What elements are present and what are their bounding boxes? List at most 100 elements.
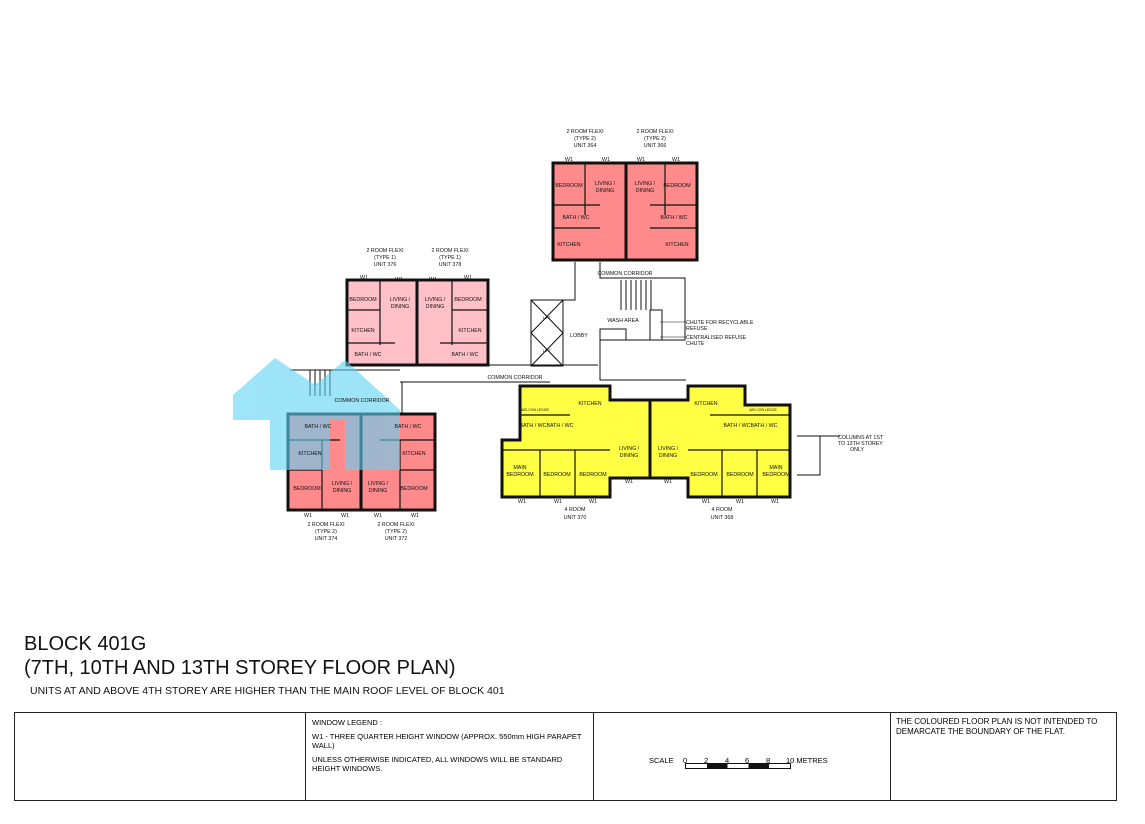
window-label: W1 bbox=[664, 479, 672, 485]
room-label: BATH / WC bbox=[452, 352, 479, 358]
window-legend-note: UNLESS OTHERWISE INDICATED, ALL WINDOWS … bbox=[312, 755, 563, 773]
common-corridor-label: COMMON CORRIDOR bbox=[597, 271, 652, 277]
common-corridor-label: COMMON CORRIDOR bbox=[487, 375, 542, 381]
window-label: W1 bbox=[672, 157, 680, 163]
unit-376-type: 2 ROOM FLEXI bbox=[366, 248, 403, 254]
room-label: KITCHEN bbox=[402, 451, 425, 457]
window-label: W1 bbox=[702, 499, 710, 505]
chute-recyclable-label: REFUSE bbox=[686, 326, 708, 332]
unit-374-label: UNIT 374 bbox=[315, 536, 338, 542]
unit-376-label: UNIT 376 bbox=[374, 262, 397, 268]
window-label: W1 bbox=[374, 513, 382, 519]
scale-label: SCALE bbox=[649, 756, 674, 765]
unit-366[interactable] bbox=[624, 161, 699, 262]
scale-tick: 10 METRES bbox=[786, 756, 828, 765]
unit-376-sub: (TYPE 1) bbox=[374, 255, 396, 261]
window-label: W1 bbox=[602, 157, 610, 163]
room-label: DINING bbox=[426, 304, 445, 310]
unit-370-type: 4 ROOM bbox=[565, 507, 586, 513]
refuse-chute-label: CHUTE bbox=[686, 341, 705, 347]
lift-label: LIFT bbox=[543, 315, 552, 320]
chute-recyclable-label: CHUTE FOR RECYCLABLE bbox=[686, 320, 754, 326]
unit-378-sub: (TYPE 1) bbox=[439, 255, 461, 261]
scale-tick: 6 bbox=[745, 756, 750, 765]
columns-note: COLUMNS AT 1ST bbox=[838, 435, 884, 441]
room-label: LIVING / bbox=[658, 446, 679, 452]
room-label: DINING bbox=[620, 453, 639, 459]
unit-368-label: UNIT 368 bbox=[711, 515, 734, 521]
room-label: AIR-CON LEDGE bbox=[749, 408, 777, 412]
room-label: DINING bbox=[333, 488, 352, 494]
unit-368-type: 4 ROOM bbox=[712, 507, 733, 513]
room-label: LIVING / bbox=[390, 297, 411, 303]
lift-label: LIFT bbox=[543, 348, 552, 353]
room-label: BATH / WC bbox=[724, 423, 751, 429]
room-label: LIVING / bbox=[368, 481, 389, 487]
unit-366-type: 2 ROOM FLEXI bbox=[636, 129, 673, 135]
room-label: BEDROOM bbox=[293, 486, 320, 492]
unit-364-type: 2 ROOM FLEXI bbox=[566, 129, 603, 135]
window-label: W1 bbox=[341, 513, 349, 519]
window-label: W1 bbox=[518, 499, 526, 505]
unit-370[interactable] bbox=[500, 384, 652, 499]
lobby-label: LOBBY bbox=[570, 333, 588, 339]
unit-370-label: UNIT 370 bbox=[564, 515, 587, 521]
room-label: LIVING / bbox=[635, 181, 656, 187]
window-label: W1 bbox=[589, 499, 597, 505]
room-label: BATH / WC bbox=[520, 423, 547, 429]
room-label: BATH / WC bbox=[547, 423, 574, 429]
floor-plan-subtitle: (7TH, 10TH AND 13TH STOREY FLOOR PLAN) bbox=[24, 657, 456, 679]
room-label: DINING bbox=[391, 304, 410, 310]
room-label: AIR-CON LEDGE bbox=[521, 408, 549, 412]
room-label: DINING bbox=[369, 488, 388, 494]
room-label: BATH / WC bbox=[355, 352, 382, 358]
unit-366-label: UNIT 366 bbox=[644, 143, 667, 149]
window-label: W1 bbox=[395, 277, 403, 283]
scale-tick: 0 bbox=[683, 756, 688, 765]
scale-tick: 2 bbox=[704, 756, 709, 765]
room-label: BATH / WC bbox=[395, 424, 422, 430]
watermark-house-logo bbox=[233, 358, 400, 470]
room-label: DINING bbox=[636, 188, 655, 194]
room-label: BEDROOM bbox=[555, 183, 582, 189]
columns-note: TO 13TH STOREY bbox=[838, 441, 883, 447]
window-legend-w1: W1 - THREE QUARTER HEIGHT WINDOW (APPROX… bbox=[312, 732, 582, 750]
window-label: W1 bbox=[625, 479, 633, 485]
wash-area-label: WASH AREA bbox=[607, 318, 639, 324]
room-label: DINING bbox=[596, 188, 615, 194]
unit-378-label: UNIT 378 bbox=[439, 262, 462, 268]
disclaimer: THE COLOURED FLOOR PLAN IS NOT INTENDED … bbox=[896, 717, 1098, 736]
room-label: BATH / WC bbox=[305, 424, 332, 430]
room-label: BATH / WC bbox=[563, 215, 590, 221]
room-label: BEDROOM bbox=[726, 472, 753, 478]
room-label: BATH / WC bbox=[661, 215, 688, 221]
window-label: W1 bbox=[429, 277, 437, 283]
scale-bar: SCALE 0 2 4 6 8 10 METRES bbox=[594, 713, 891, 800]
window-label: W1 bbox=[637, 157, 645, 163]
unit-364-label: UNIT 364 bbox=[574, 143, 597, 149]
unit-368[interactable] bbox=[648, 384, 792, 499]
room-label: LIVING / bbox=[332, 481, 353, 487]
unit-376[interactable] bbox=[345, 278, 419, 367]
unit-372-label: UNIT 372 bbox=[385, 536, 408, 542]
room-label: BEDROOM bbox=[400, 486, 427, 492]
room-label: BEDROOM bbox=[579, 472, 606, 478]
room-label: BEDROOM bbox=[506, 472, 533, 478]
legend-empty-cell bbox=[15, 713, 306, 800]
room-label: BEDROOM bbox=[349, 297, 376, 303]
room-label: BEDROOM bbox=[690, 472, 717, 478]
window-label: W1 bbox=[464, 275, 472, 281]
window-label: W1 bbox=[771, 499, 779, 505]
room-label: BEDROOM bbox=[543, 472, 570, 478]
window-label: W1 bbox=[411, 513, 419, 519]
room-label: DINING bbox=[659, 453, 678, 459]
room-label: BEDROOM bbox=[762, 472, 789, 478]
window-label: W1 bbox=[360, 275, 368, 281]
staircase bbox=[620, 280, 652, 310]
scale-bar-graphic bbox=[685, 763, 791, 769]
window-label: W1 bbox=[554, 499, 562, 505]
room-label: BATH / WC bbox=[751, 423, 778, 429]
room-label: KITCHEN bbox=[351, 328, 374, 334]
